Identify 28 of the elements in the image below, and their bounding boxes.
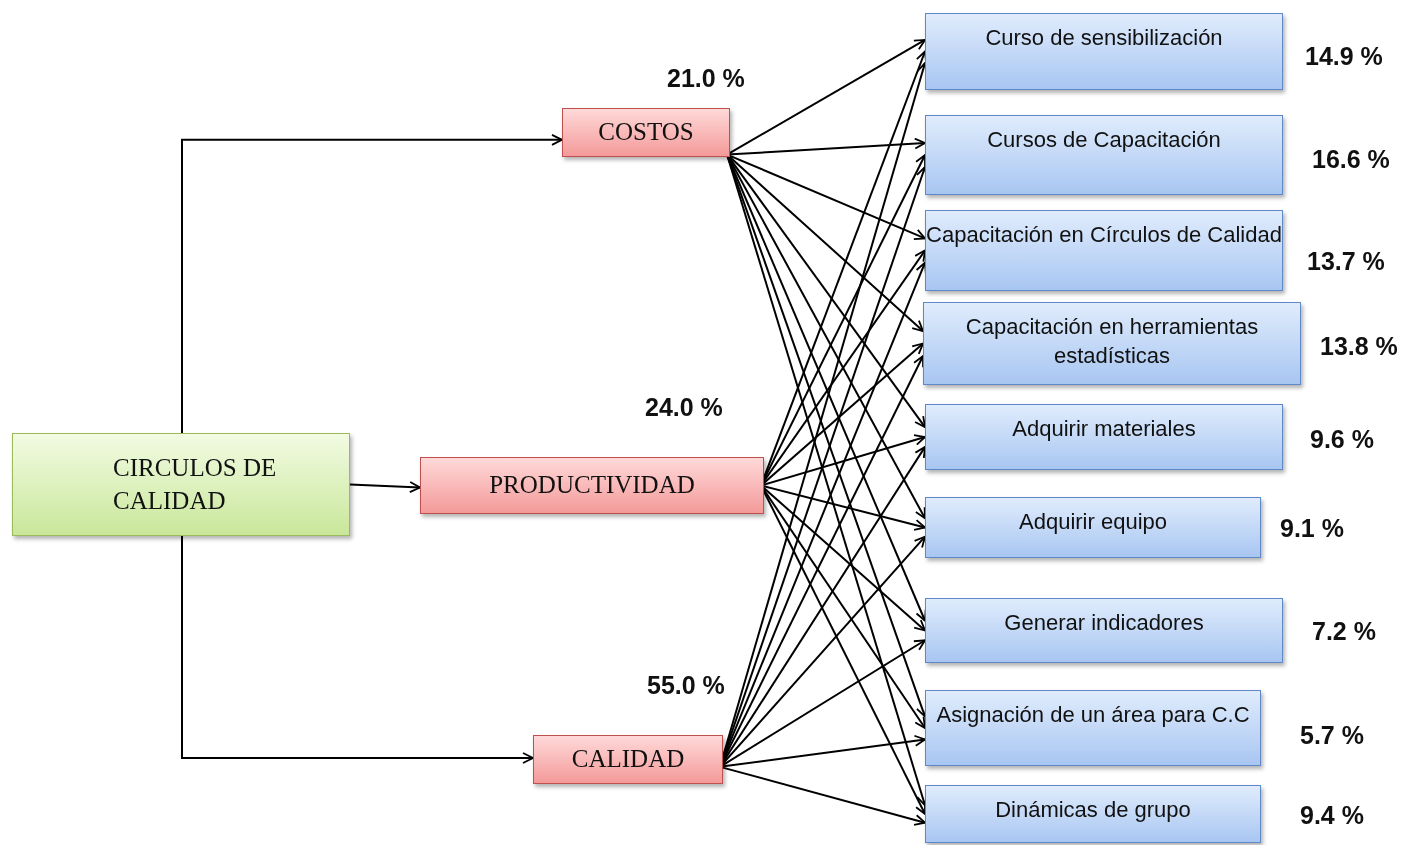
- percentage-label: 13.8 %: [1320, 332, 1398, 361]
- activity-box: Dinámicas de grupo: [925, 785, 1261, 843]
- activity-box: Generar indicadores: [925, 598, 1283, 663]
- percentage-label: 55.0 %: [647, 671, 725, 700]
- category-box: COSTOS: [562, 108, 730, 157]
- percentage-label: 7.2 %: [1312, 617, 1376, 646]
- percentage-label: 9.4 %: [1300, 801, 1364, 830]
- percentage-label: 9.1 %: [1280, 514, 1344, 543]
- percentage-label: 16.6 %: [1312, 145, 1390, 174]
- activity-box: Adquirir materiales: [925, 404, 1283, 470]
- category-box: CALIDAD: [533, 735, 723, 784]
- percentage-label: 5.7 %: [1300, 721, 1364, 750]
- arrow: [181, 535, 534, 764]
- root-box: CIRCULOS DE CALIDAD: [12, 433, 350, 536]
- percentage-label: 13.7 %: [1307, 247, 1385, 276]
- activity-box: Capacitación en herramientas estadísticas: [923, 302, 1301, 385]
- activity-box: Capacitación en Círculos de Calidad: [925, 210, 1283, 291]
- percentage-label: 9.6 %: [1310, 425, 1374, 454]
- activity-box: Asignación de un área para C.C: [925, 690, 1261, 766]
- activity-box: Adquirir equipo: [925, 497, 1261, 558]
- percentage-label: 21.0 %: [667, 64, 745, 93]
- percentage-label: 24.0 %: [645, 393, 723, 422]
- activity-box: Cursos de Capacitación: [925, 115, 1283, 195]
- arrow: [181, 133, 563, 434]
- percentage-label: 14.9 %: [1305, 42, 1383, 71]
- arrow: [349, 481, 421, 493]
- category-box: PRODUCTIVIDAD: [420, 457, 764, 514]
- activity-box: Curso de sensibilización: [925, 13, 1283, 90]
